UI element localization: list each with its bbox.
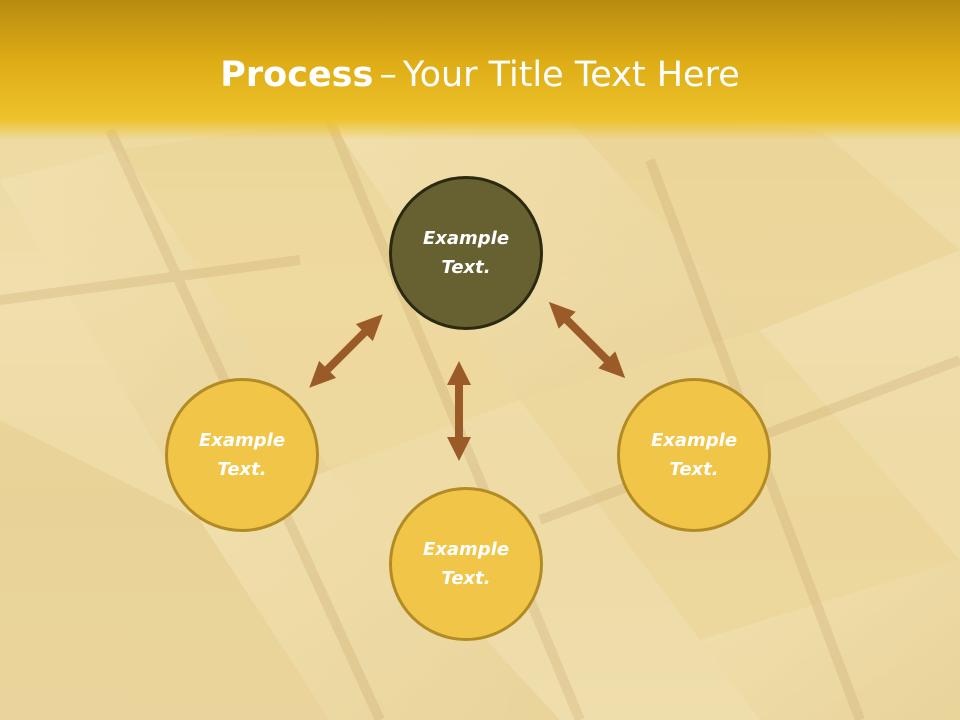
process-node-right: Example Text. bbox=[617, 378, 771, 532]
node-top-line2: Text. bbox=[441, 257, 491, 278]
arrow-vertical bbox=[447, 361, 471, 461]
arrow-top-left bbox=[309, 314, 383, 388]
process-node-left: Example Text. bbox=[165, 378, 319, 532]
slide-title: Process–Your Title Text Here bbox=[0, 52, 960, 98]
node-left-line1: Example bbox=[198, 430, 286, 451]
node-bottom-line1: Example bbox=[422, 539, 510, 560]
arrow-top-right bbox=[548, 301, 626, 379]
node-bottom-line2: Text. bbox=[441, 568, 491, 589]
node-top-line1: Example bbox=[422, 228, 510, 249]
title-bar bbox=[0, 0, 960, 140]
title-rest: Your Title Text Here bbox=[402, 55, 740, 95]
process-node-bottom: Example Text. bbox=[389, 487, 543, 641]
node-right-line1: Example bbox=[650, 430, 738, 451]
node-right-line2: Text. bbox=[669, 459, 719, 480]
node-left-line2: Text. bbox=[217, 459, 267, 480]
title-separator: – bbox=[379, 55, 397, 95]
process-node-top: Example Text. bbox=[389, 176, 543, 330]
title-bold: Process bbox=[220, 55, 374, 95]
